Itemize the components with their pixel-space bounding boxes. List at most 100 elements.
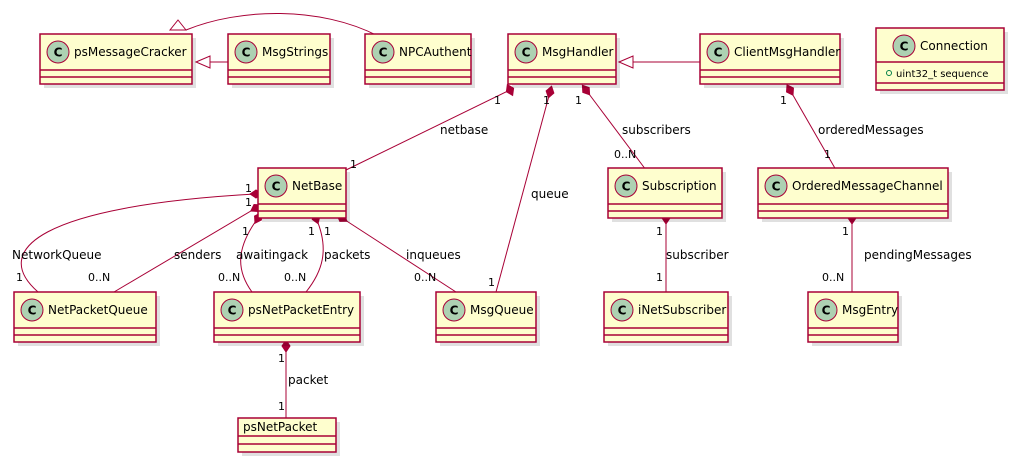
class-spot-letter: C (622, 180, 631, 194)
mult-packets-from: 1 (308, 225, 315, 238)
class-name: MsgQueue (470, 303, 534, 317)
class-name: psMessageCracker (74, 45, 187, 59)
mult-networkqueue-from: 1 (245, 182, 252, 195)
mult-senders-to: 0..N (88, 271, 110, 284)
mult-packet-to: 1 (278, 400, 285, 413)
class-spot-icon (706, 40, 730, 64)
class-msgstrings[interactable]: C MsgStrings (227, 33, 334, 88)
edge-queue (495, 91, 551, 293)
edge-awaitingack (240, 217, 259, 293)
edge-senders (113, 207, 257, 293)
class-spot-letter: C (900, 40, 909, 54)
class-spot-letter: C (522, 46, 531, 60)
public-visibility-icon (886, 70, 892, 76)
class-spot-letter: C (272, 180, 281, 194)
edge-netbase (345, 89, 511, 171)
mult-inqueues-from: 1 (324, 225, 331, 238)
label-awaitingack: awaitingack (236, 248, 308, 262)
mult-inqueues-to: 0..N (414, 271, 436, 284)
class-msgqueue[interactable]: C MsgQueue (435, 291, 540, 346)
label-pendingmessages: pendingMessages (864, 248, 972, 262)
class-spot-letter: C (242, 46, 251, 60)
inheritance-arrowhead (194, 55, 211, 69)
composition-diamond (505, 83, 515, 97)
class-inetsubscriber[interactable]: C iNetSubscriber (603, 291, 732, 346)
mult-orderedmessages-to: 1 (824, 148, 831, 161)
class-name: NPCAuthent (399, 45, 472, 59)
class-spot-letter: C (28, 304, 37, 318)
class-msghandler[interactable]: C MsgHandler (507, 33, 620, 88)
mult-orderedmessages-from: 1 (780, 94, 787, 107)
edge-labels: netbase queue subscribers orderedMessage… (12, 123, 972, 387)
class-spot-icon (814, 298, 838, 322)
composition-diamond (786, 84, 794, 96)
class-spot-letter: C (379, 46, 388, 60)
class-spot-icon (220, 298, 244, 322)
class-spot-letter: C (822, 304, 831, 318)
composition-diamond (581, 84, 591, 96)
class-name: psNetPacket (243, 420, 317, 434)
class-netpacketqueue[interactable]: C NetPacketQueue (13, 291, 160, 346)
class-name: Connection (920, 39, 988, 53)
mult-awaitingack-to: 0..N (218, 271, 240, 284)
class-spot-letter: C (618, 304, 627, 318)
class-psnetpacket[interactable]: psNetPacket (237, 417, 340, 456)
edge-packets (305, 217, 324, 293)
edge-npcauthent-extends-psmessagecracker (185, 12, 379, 37)
class-spot-icon (264, 174, 288, 198)
mult-queue-from: 1 (543, 94, 550, 107)
mult-pendingmessages-from: 1 (842, 225, 849, 238)
class-psnetpacketentry[interactable]: C psNetPacketEntry (213, 291, 364, 346)
mult-packet-from: 1 (278, 352, 285, 365)
class-name: iNetSubscriber (638, 303, 726, 317)
class-spot-icon (20, 298, 44, 322)
class-orderedmessagechannel[interactable]: C OrderedMessageChannel (757, 167, 952, 222)
class-connection[interactable]: C Connection uint32_t sequence (875, 27, 1008, 94)
label-queue: queue (531, 187, 569, 201)
class-psmessagecracker[interactable]: C psMessageCracker (39, 33, 196, 88)
edge-orderedmessages (789, 89, 837, 171)
class-name: MsgStrings (262, 45, 328, 59)
label-inqueues: inqueues (406, 248, 461, 262)
class-spot-icon (234, 40, 258, 64)
mult-awaitingack-from: 1 (242, 225, 249, 238)
class-spot-letter: C (228, 304, 237, 318)
edge-subscribers (585, 89, 647, 171)
mult-netbase-from: 1 (494, 94, 501, 107)
mult-senders-from: 1 (245, 196, 252, 209)
classes: C psMessageCracker C MsgStrings C NPCAut… (13, 27, 1008, 456)
mult-pendingmessages-to: 0..N (822, 271, 844, 284)
class-spot-icon (892, 34, 916, 58)
edge-networkqueue (20, 193, 257, 293)
composition-diamond (281, 339, 291, 353)
class-name: psNetPacketEntry (248, 303, 354, 317)
class-spot-icon (514, 40, 538, 64)
class-name: ClientMsgHandler (734, 45, 840, 59)
label-packet: packet (288, 373, 328, 387)
class-attribute: uint32_t sequence (896, 69, 988, 80)
class-msgentry[interactable]: C MsgEntry (807, 291, 902, 346)
class-name: MsgEntry (842, 303, 898, 317)
label-packets: packets (324, 248, 370, 262)
class-spot-icon (764, 174, 788, 198)
mult-netbase-to: 1 (350, 158, 357, 171)
class-netbase[interactable]: C NetBase (257, 167, 350, 222)
class-subscription[interactable]: C Subscription (607, 167, 726, 222)
class-spot-icon (442, 298, 466, 322)
mult-networkqueue-to: 1 (16, 271, 23, 284)
label-orderedmessages: orderedMessages (818, 123, 924, 137)
class-clientmsghandler[interactable]: C ClientMsgHandler (699, 33, 844, 88)
composition-diamond (545, 85, 555, 99)
class-spot-letter: C (714, 46, 723, 60)
mult-subscriber-to: 1 (656, 271, 663, 284)
class-npcauthent[interactable]: C NPCAuthent (364, 33, 475, 88)
mult-packets-to: 0..N (284, 271, 306, 284)
mult-subscribers-from: 1 (575, 94, 582, 107)
label-subscribers: subscribers (622, 123, 691, 137)
label-subscriber: subscriber (666, 248, 729, 262)
class-name: NetPacketQueue (48, 303, 148, 317)
multiplicities: 1 1 1 1 1 0..N 1 1 1 1 1 0..N 1 0..N 1 0… (16, 94, 849, 413)
class-name: Subscription (642, 179, 717, 193)
class-spot-icon (46, 40, 70, 64)
